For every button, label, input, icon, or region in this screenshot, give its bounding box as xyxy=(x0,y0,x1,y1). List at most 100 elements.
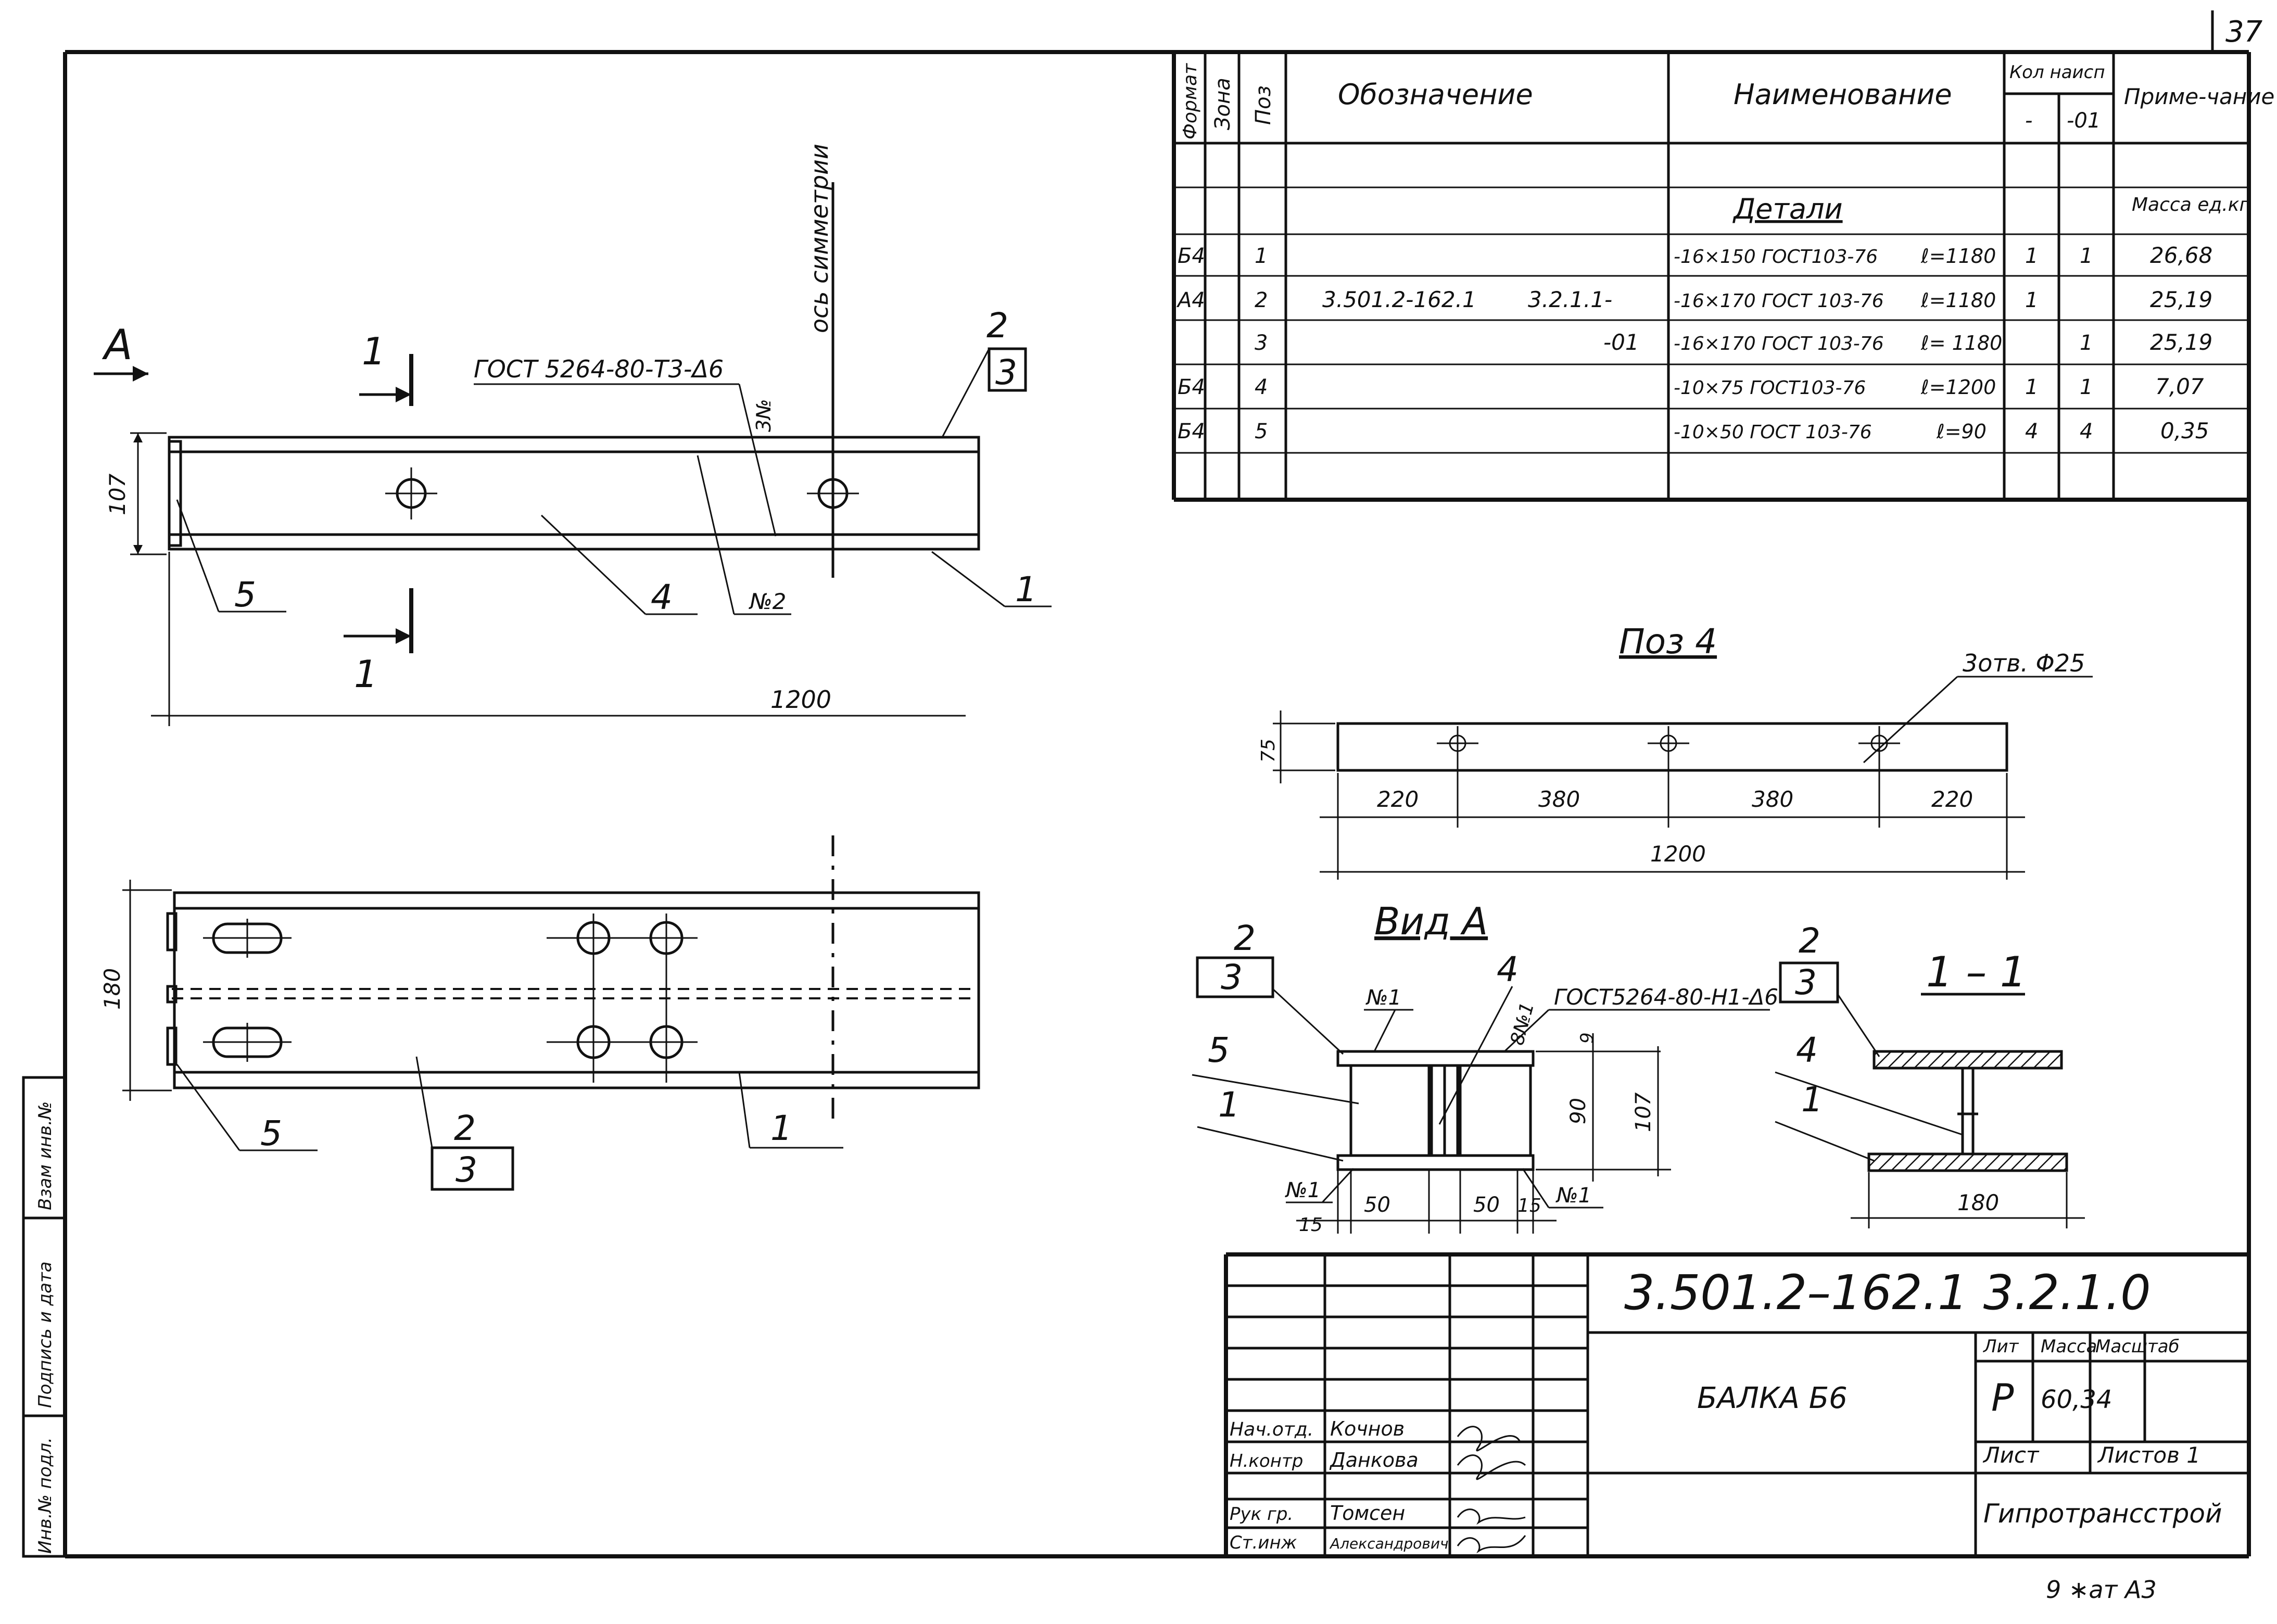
pos4-total: 1200 xyxy=(1650,841,1706,867)
dim-107-front: 107 xyxy=(105,474,130,515)
spec-table: Формат Зона Поз Обозначение Наименование… xyxy=(1172,52,2274,502)
view-a-arrow-label: А xyxy=(102,321,133,369)
scale-label: Масштаб xyxy=(2095,1336,2180,1357)
lit-label: Лит xyxy=(1982,1336,2019,1357)
person-4: Александрович xyxy=(1329,1535,1449,1552)
va-label-4: 4 xyxy=(1497,949,1519,989)
va-dim-107: 107 xyxy=(1631,1092,1655,1132)
pos4-holes-note: 3отв. Φ25 xyxy=(1963,649,2085,677)
sec-dim-180: 180 xyxy=(1957,1190,1999,1215)
row1-length: ℓ=1180 xyxy=(1920,245,1996,268)
va-dim-9: 9 xyxy=(1577,1032,1598,1044)
plan-holes xyxy=(547,914,698,1083)
side-stamp-sign: Подпись и дата xyxy=(35,1261,56,1408)
row4-mass: 7,07 xyxy=(2155,374,2204,399)
row3-name: -16×170 ГОСТ 103-76 xyxy=(1674,333,1884,354)
pos4-hole-3 xyxy=(1858,726,1900,828)
signature-2 xyxy=(1457,1454,1526,1480)
row2-format: А4 xyxy=(1176,288,1205,312)
signature-3 xyxy=(1457,1508,1526,1525)
section-mark-top: 1 xyxy=(362,329,386,373)
row5-pos: 5 xyxy=(1255,420,1268,443)
row2-designation: 3.501.2-162.1 xyxy=(1322,287,1476,312)
hdr-pos: Поз xyxy=(1251,85,1275,125)
plan-label-5: 5 xyxy=(260,1113,282,1153)
pos4-detail: Поз 4 3отв. Φ25 75 220 380 380 220 xyxy=(1258,621,2093,880)
org-name: Гипротрансстрой xyxy=(1983,1499,2222,1529)
mass-label: Масса xyxy=(2041,1336,2097,1357)
row4-qty-a: 1 xyxy=(2025,375,2038,399)
pos4-seg-1: 220 xyxy=(1377,786,1419,812)
plan-label-3: 3 xyxy=(456,1150,477,1190)
row1-qty-a: 1 xyxy=(2025,244,2038,268)
row3-qty-b: 1 xyxy=(2080,331,2093,355)
plan-view: 180 5 2 3 1 xyxy=(99,835,980,1191)
plan-slot-2 xyxy=(203,1023,292,1062)
person-2: Данкова xyxy=(1329,1449,1419,1471)
mass-value: 60,34 xyxy=(2041,1385,2112,1414)
spec-row-4: Б4 4 -10×75 ГОСТ103-76 ℓ=1200 1 1 7,07 xyxy=(1178,374,2204,399)
row3-designation2: -01 xyxy=(1603,329,1639,355)
signature-1 xyxy=(1457,1426,1521,1452)
row5-length: ℓ=90 xyxy=(1936,420,1987,443)
row1-format: Б4 xyxy=(1178,244,1205,268)
drawing-code: 3.501.2–162.1 3.2.1.0 xyxy=(1624,1265,2151,1321)
symmetry-axis-label: ось симметрии xyxy=(805,144,833,333)
row4-pos: 4 xyxy=(1255,375,1268,399)
title-block: 3.501.2–162.1 3.2.1.0 БАЛКА Б6 Лит Масса… xyxy=(1224,1252,2249,1556)
va-weld-note: ГОСТ5264-80-Н1-Δ6 xyxy=(1554,984,1778,1010)
section-title: 1 – 1 xyxy=(1926,948,2027,996)
spec-row-5: Б4 5 -10×50 ГОСТ 103-76 ℓ=90 4 4 0,35 xyxy=(1178,418,2209,443)
spec-row-1: Б4 1 -16×150 ГОСТ103-76 ℓ=1180 1 1 26,68 xyxy=(1178,243,2212,268)
row4-qty-b: 1 xyxy=(2080,375,2093,399)
dim-1200-front: 1200 xyxy=(770,686,831,714)
side-stamp: Инв.№ подл. Подпись и дата Взам инв.№ xyxy=(22,1076,67,1558)
row2-qty-a: 1 xyxy=(2025,288,2038,312)
row3-pos: 3 xyxy=(1255,331,1268,355)
sheets-label: Листов 1 xyxy=(2097,1442,2200,1468)
row2-pos: 2 xyxy=(1255,288,1268,312)
sec-label-1: 1 xyxy=(1801,1080,1823,1120)
plan-slot-1 xyxy=(203,919,292,958)
hdr-note: Приме-чание xyxy=(2124,84,2274,109)
hdr-name: Наименование xyxy=(1734,78,1952,111)
role-1: Нач.отд. xyxy=(1230,1419,1313,1440)
va-dim-15a: 15 xyxy=(1299,1214,1323,1236)
sec-label-3: 3 xyxy=(1795,962,1817,1003)
va-weld-n1-top: №1 xyxy=(1365,986,1401,1010)
row1-mass: 26,68 xyxy=(2150,243,2212,268)
plan-label-2: 2 xyxy=(454,1108,476,1148)
plan-label-1: 1 xyxy=(770,1108,792,1148)
section-1-1: 1 – 1 2 3 4 1 180 xyxy=(1775,921,2085,1228)
pos4-title: Поз 4 xyxy=(1619,621,1717,662)
hdr-format: Формат xyxy=(1180,63,1201,139)
sheet-frame: 37 xyxy=(63,10,2263,1558)
front-view: ось симметрии 1 1 А ГОСТ 5264-80-Т3-Δ6 3… xyxy=(94,144,1052,726)
section-mark-bottom: 1 xyxy=(354,652,378,696)
view-a-detail: Вид А 2 3 5 1 №1 4 ГОСТ5264-80-Н1-Δ6 8№1… xyxy=(1192,899,1778,1236)
va-label-1: 1 xyxy=(1218,1085,1240,1125)
front-label-1: 1 xyxy=(1015,569,1037,610)
row5-mass: 0,35 xyxy=(2160,418,2209,443)
front-label-4: 4 xyxy=(651,577,673,617)
pos4-dim-h: 75 xyxy=(1258,739,1279,763)
role-3: Рук гр. xyxy=(1230,1504,1293,1525)
side-stamp-replace: Взам инв.№ xyxy=(35,1101,56,1210)
sheet-label: Лист xyxy=(1982,1442,2040,1468)
mass-header: Масса ед.кг xyxy=(2132,194,2249,215)
role-2: Н.контр xyxy=(1230,1451,1303,1471)
front-label-5: 5 xyxy=(234,575,256,615)
role-4: Ст.инж xyxy=(1230,1532,1297,1553)
sheet-format: 9 ∗ат А3 xyxy=(2046,1576,2157,1604)
pos4-seg-2: 380 xyxy=(1538,786,1580,812)
row1-qty-b: 1 xyxy=(2080,244,2093,268)
va-label-2: 2 xyxy=(1234,918,1256,958)
view-a-title: Вид А xyxy=(1374,899,1488,943)
person-1: Кочнов xyxy=(1330,1417,1405,1440)
va-label-3: 3 xyxy=(1221,957,1243,997)
hdr-qty-a: - xyxy=(2025,109,2032,133)
va-dim-50a: 50 xyxy=(1364,1193,1390,1217)
row5-qty-b: 4 xyxy=(2080,420,2093,443)
weld-note-front: ГОСТ 5264-80-Т3-Δ6 xyxy=(474,355,724,383)
